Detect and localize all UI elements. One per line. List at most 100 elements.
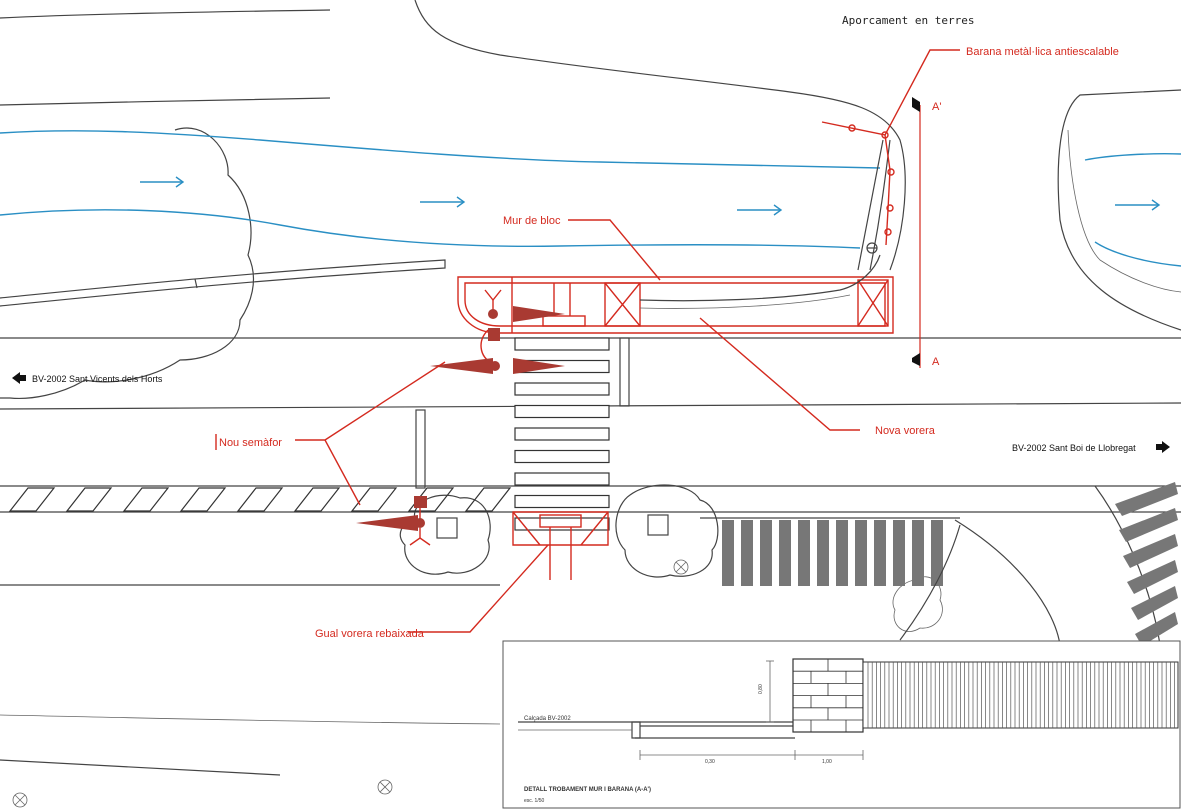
- median-hatch: [407, 487, 455, 512]
- section-mark-top: A': [932, 101, 941, 113]
- flow-arrow-icon: [420, 196, 466, 208]
- lowered-curb: [512, 511, 609, 546]
- lowered-curb-diag: [580, 511, 609, 546]
- railing-post-icon: [887, 168, 895, 176]
- tree-canopy: [615, 484, 719, 578]
- crosswalk-bar: [817, 520, 829, 586]
- detail-road-label: Calçada BV-2002: [524, 716, 571, 722]
- terrain-contour: [0, 9, 331, 19]
- tree-canopy: [892, 576, 943, 632]
- traffic-light-icon: [356, 496, 431, 546]
- crosswalk-bar: [798, 520, 810, 586]
- railing-red: [821, 121, 891, 246]
- drain-icon: [866, 242, 878, 254]
- median-hatch: [293, 487, 341, 512]
- roundabout-hatch-bar: [1123, 534, 1178, 568]
- street-light-icon: [12, 792, 28, 808]
- detail-dim-width-1: 0,30: [705, 759, 715, 765]
- crosswalk-bar: [514, 494, 610, 509]
- traffic-light-base: [542, 315, 586, 327]
- flow-arrow-icon: [737, 204, 783, 216]
- crosswalk-bar: [514, 517, 610, 531]
- crosswalk-bar: [855, 520, 867, 586]
- roundabout-hatch-bar: [1131, 586, 1178, 620]
- roundabout-hatch-bar: [1135, 612, 1178, 646]
- railing-post-icon: [884, 228, 892, 236]
- fence: [862, 661, 1179, 729]
- railing-post-icon: [886, 204, 894, 212]
- hatched-median: [8, 487, 512, 512]
- railing-post-icon: [848, 124, 856, 132]
- label-nova-vorera: Nova vorera: [875, 425, 936, 437]
- roundabout-edge: [954, 519, 1061, 646]
- arrow-right-icon: [1156, 441, 1170, 453]
- tree-canopy: [0, 127, 255, 400]
- median-hatch: [350, 487, 398, 512]
- arrow-left-icon: [12, 372, 26, 384]
- crosswalk-bar: [514, 337, 610, 351]
- leader-line: [699, 317, 860, 431]
- crosswalk-bar: [514, 449, 610, 464]
- median-hatch: [179, 487, 227, 512]
- lowered-curb-center: [539, 514, 582, 528]
- river-bank: [0, 209, 861, 249]
- tree-pit: [647, 514, 669, 536]
- crosswalk-bar: [722, 520, 734, 586]
- existing-wall: [639, 294, 851, 309]
- wall-box: [604, 282, 641, 327]
- river-bank: [1094, 241, 1181, 267]
- existing-crosswalk: [722, 520, 943, 586]
- tree-canopy: [399, 494, 491, 575]
- road-edge: [0, 714, 501, 725]
- crosswalk-bar: [779, 520, 791, 586]
- median-hatch: [464, 487, 512, 512]
- terrain-contour: [414, 0, 906, 271]
- leader-line: [324, 439, 361, 506]
- island-post: [619, 337, 630, 407]
- median-hatch: [8, 487, 56, 512]
- crosswalk-bar: [514, 404, 610, 419]
- crosswalk-bar: [874, 520, 886, 586]
- crosswalk-bar: [836, 520, 848, 586]
- crosswalk-bar: [893, 520, 905, 586]
- label-nou-semafor: Nou semàfor: [219, 437, 282, 449]
- label-aporcament: Aporcament en terres: [842, 14, 974, 27]
- leader-line: [884, 49, 960, 136]
- crosswalk-bar: [514, 427, 610, 441]
- median-hatch: [65, 487, 113, 512]
- crosswalk-bar: [514, 472, 610, 486]
- new-sidewalk-outline: [457, 276, 894, 334]
- path-joint: [194, 278, 198, 289]
- new-sidewalk-inner: [464, 282, 886, 327]
- detail-scale: esc. 1/50: [524, 798, 545, 804]
- flow-arrow-icon: [1115, 199, 1161, 211]
- roundabout-hatch: [1115, 482, 1178, 646]
- road-label-right: BV-2002 Sant Boi de Llobregat: [1012, 443, 1136, 453]
- crosswalk-bar: [514, 382, 610, 396]
- section-mark-bottom: A: [932, 356, 940, 368]
- roundabout-hatch-bar: [1119, 508, 1178, 542]
- label-mur-bloc: Mur de bloc: [503, 215, 561, 227]
- railing-post-icon: [881, 131, 889, 139]
- flow-arrow-icon: [140, 176, 185, 188]
- existing-path: [0, 259, 446, 307]
- road-label-left: BV-2002 Sant Vicents dels Horts: [32, 374, 163, 384]
- crosswalk-bar: [912, 520, 924, 586]
- road-edge: [0, 759, 281, 776]
- new-crosswalk: [514, 337, 610, 531]
- crosswalk-bar: [760, 520, 772, 586]
- section-arrow-bottom-icon: [912, 353, 920, 366]
- leader-line: [295, 361, 446, 441]
- roundabout-hatch-bar: [1127, 560, 1178, 594]
- traffic-light-icon: [430, 289, 565, 374]
- leader-line: [568, 219, 661, 281]
- terrain-contour: [1057, 89, 1181, 331]
- label-gual: Gual vorera rebaixada: [315, 628, 425, 640]
- island-post: [415, 409, 426, 489]
- detail-dim-height: 0,80: [758, 684, 764, 694]
- label-barana: Barana metàl·lica antiescalable: [966, 46, 1119, 58]
- river-bank: [0, 130, 881, 169]
- tree-pit: [436, 517, 458, 539]
- crosswalk-bar: [931, 520, 943, 586]
